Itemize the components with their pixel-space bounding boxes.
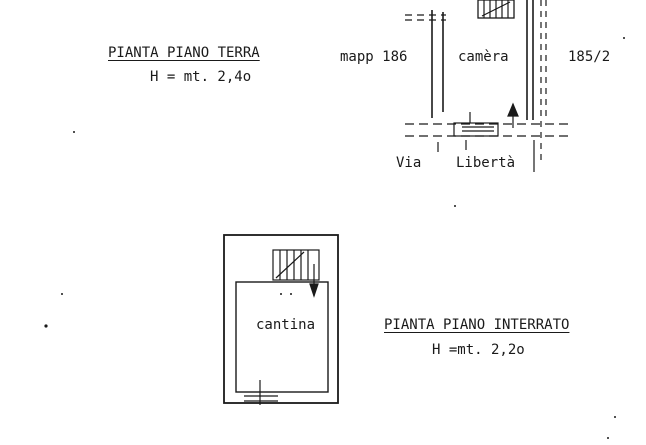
ground-floor-plan <box>405 0 570 172</box>
basement-floor-title: PIANTA PIANO INTERRATO <box>384 317 570 333</box>
ground-floor-title: PIANTA PIANO TERRA <box>108 45 260 61</box>
drawing-specks <box>44 37 625 439</box>
ground-floor-height: H = mt. 2,4o <box>150 69 252 85</box>
ground-room-label: camèra <box>458 49 509 65</box>
left-parcel-label: mapp 186 <box>340 49 408 65</box>
basement-floor-height: H =mt. 2,2o <box>432 342 525 358</box>
basement-floor-plan <box>223 234 339 405</box>
right-parcel-label: 185/2 <box>568 49 611 65</box>
basement-room-label: cantina <box>256 317 316 333</box>
street-name-label: Libertà <box>456 155 516 171</box>
street-via-label: Via <box>396 155 422 171</box>
